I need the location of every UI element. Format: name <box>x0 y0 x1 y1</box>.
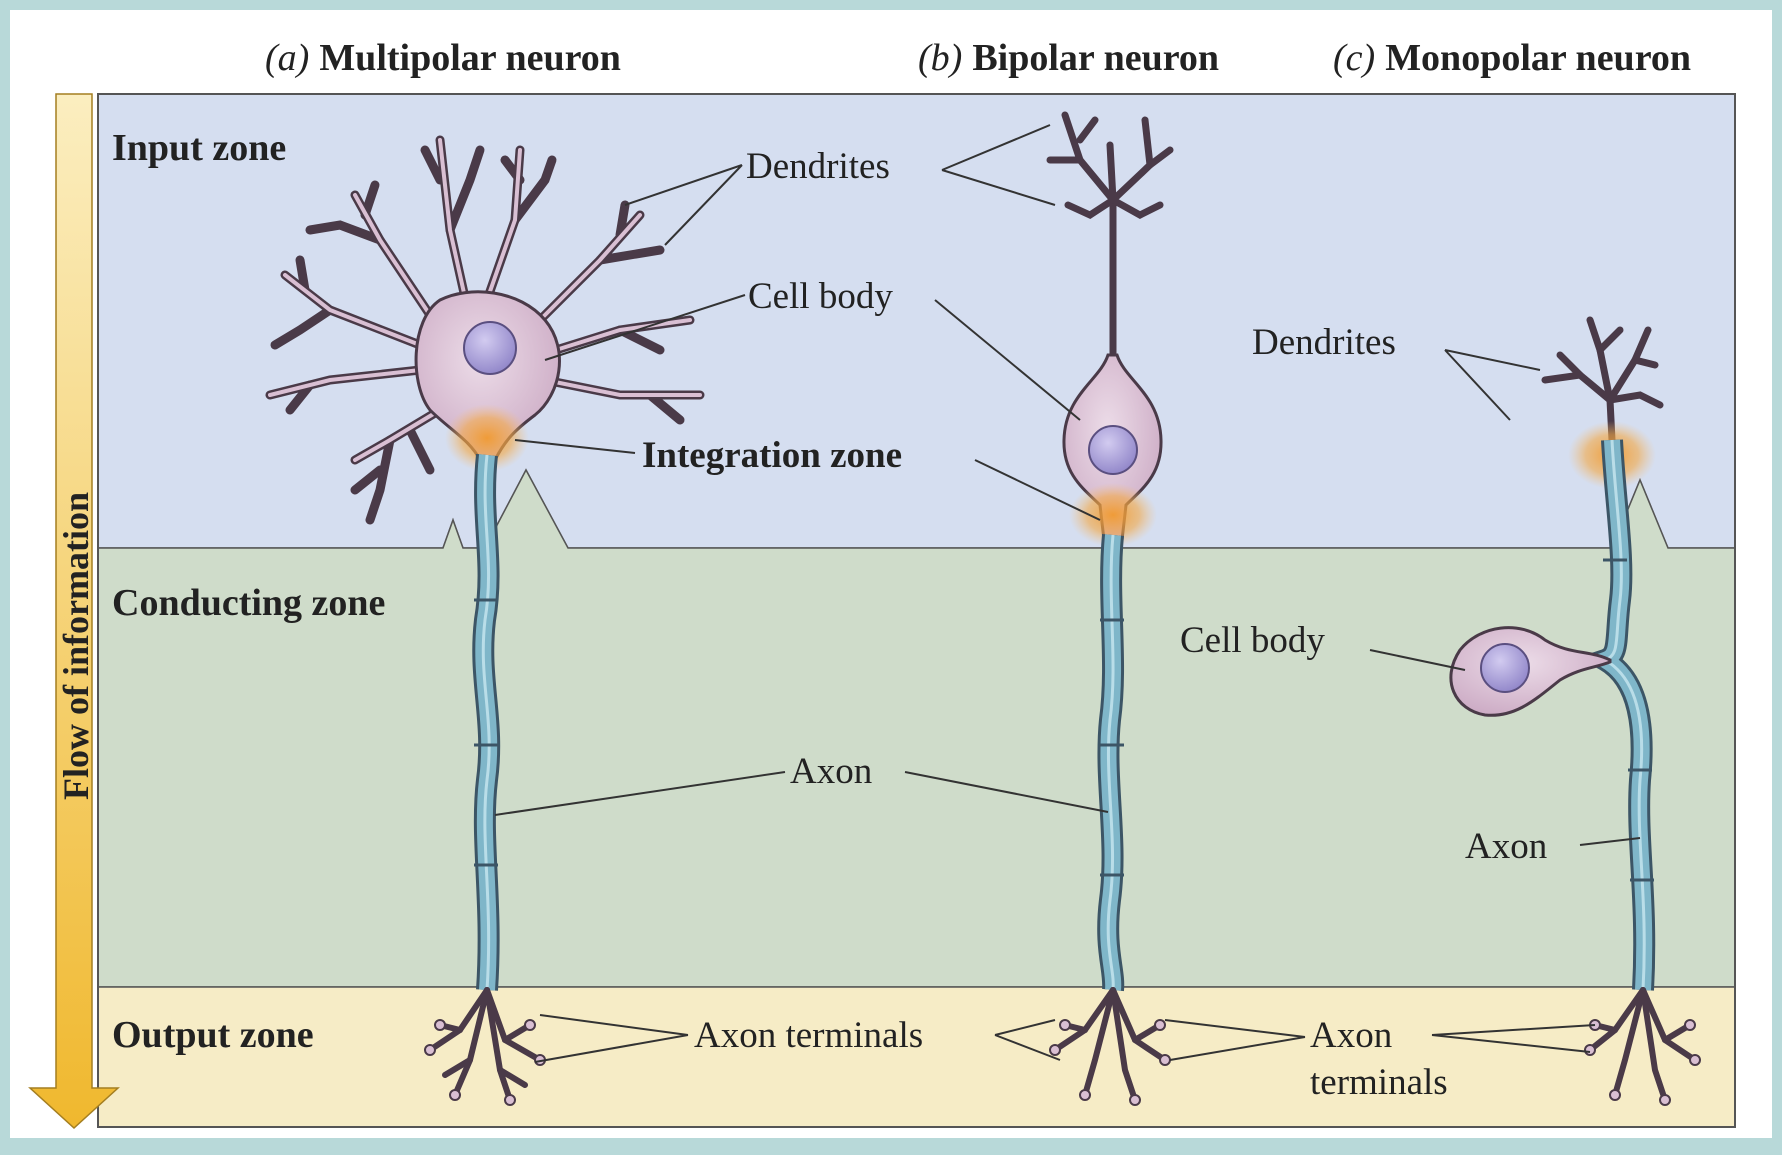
label-axon-terminals-mono-line1: Axon <box>1310 1015 1392 1056</box>
title-multipolar-prefix: (a) <box>265 37 309 79</box>
label-cell-body-top: Cell body <box>748 276 893 317</box>
bipolar-nucleus <box>1088 425 1138 475</box>
input-zone-region <box>97 93 1736 549</box>
leader-lines <box>494 124 1641 1063</box>
bipolar-integration-zone <box>1069 483 1157 547</box>
title-multipolar: (a)Multipolar neuron <box>265 37 621 79</box>
label-cell-body-mono: Cell body <box>1180 620 1325 661</box>
monopolar-axon <box>1578 439 1656 991</box>
multipolar-neuron <box>265 135 705 525</box>
output-zone-region <box>97 986 1736 1128</box>
flow-arrow <box>28 93 120 1130</box>
label-axon-center: Axon <box>790 751 872 792</box>
multipolar-dendrites-fill <box>268 138 702 462</box>
conducting-zone-region <box>97 468 1736 988</box>
flow-label: Flow of information <box>56 492 96 800</box>
label-dendrites-top: Dendrites <box>746 146 890 187</box>
multipolar-integration-zone <box>445 404 529 472</box>
title-bipolar-prefix: (b) <box>918 37 962 79</box>
bipolar-axon <box>1097 533 1125 992</box>
label-dendrites-mono: Dendrites <box>1252 322 1396 363</box>
multipolar-axon <box>472 453 501 991</box>
output-zone-label: Output zone <box>112 1014 314 1056</box>
bipolar-dendrites <box>1046 111 1174 364</box>
label-axon-mono: Axon <box>1465 826 1547 867</box>
title-bipolar: (b)Bipolar neuron <box>918 37 1219 79</box>
monopolar-nucleus <box>1480 643 1530 693</box>
title-bipolar-text: Bipolar neuron <box>972 37 1219 79</box>
title-monopolar: (c)Monopolar neuron <box>1333 37 1691 79</box>
title-multipolar-text: Multipolar neuron <box>319 37 621 79</box>
label-axon-terminals-mono-line2: terminals <box>1310 1062 1448 1103</box>
diagram-border <box>97 93 1736 1128</box>
title-monopolar-prefix: (c) <box>1333 37 1375 79</box>
label-integration-zone: Integration zone <box>642 435 902 476</box>
input-zone-label: Input zone <box>112 127 286 169</box>
multipolar-nucleus <box>463 321 517 375</box>
bipolar-terminal-boutons <box>1049 1019 1171 1106</box>
title-monopolar-text: Monopolar neuron <box>1385 37 1691 79</box>
multipolar-axon-terminals <box>427 987 543 1103</box>
conducting-zone-label: Conducting zone <box>112 582 385 624</box>
label-axon-terminals-center: Axon terminals <box>694 1015 923 1056</box>
monopolar-axon-terminals <box>1587 987 1698 1103</box>
